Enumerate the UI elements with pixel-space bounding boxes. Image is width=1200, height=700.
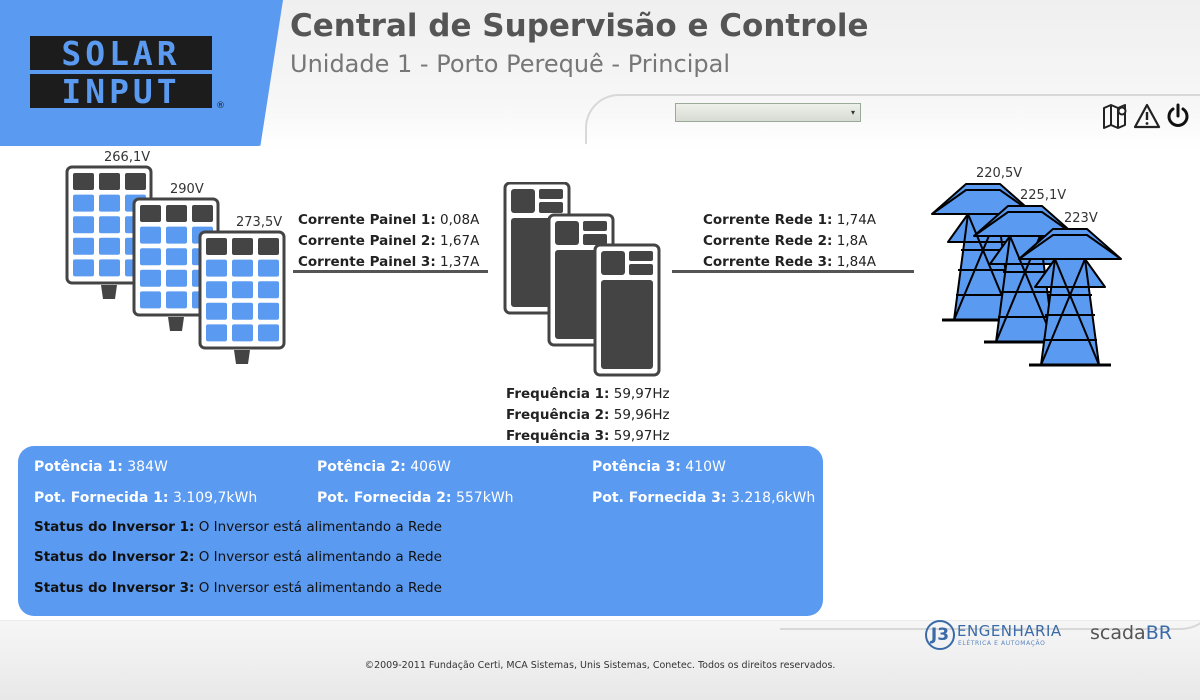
tower-voltage: 225,1V: [1020, 188, 1067, 203]
toolbar-divider: [585, 94, 1200, 144]
power-3: Potência 3: 410W: [592, 459, 726, 475]
measure-value: 1,74A: [836, 212, 877, 228]
j3-engenharia-logo: J3 ENGENHARIA ELÉTRICA E AUTOMAÇÃO: [925, 620, 1065, 652]
supplied-power-3: Pot. Fornecida 3: 3.218,6kWh: [592, 490, 815, 506]
panel-current-row: Corrente Painel 1: 0,08A: [298, 210, 479, 231]
inverter-status-3: Status do Inversor 3: O Inversor está al…: [34, 580, 442, 596]
info-label: Potência 3:: [592, 459, 681, 475]
scadabr-suffix: BR: [1145, 622, 1172, 644]
frequency-row: Frequência 1: 59,97Hz: [506, 384, 670, 405]
inverters-illustration: [503, 182, 661, 377]
measure-value: 1,67A: [440, 233, 480, 249]
info-value: 3.109,7kWh: [172, 490, 258, 506]
tower-voltage: 220,5V: [976, 166, 1023, 181]
measure-label: Corrente Rede 3:: [703, 254, 833, 270]
alert-icon[interactable]: [1133, 102, 1161, 130]
measure-value: 59,97Hz: [613, 386, 670, 402]
map-icon[interactable]: [1102, 102, 1130, 130]
measure-value: 0,08A: [440, 212, 480, 228]
measure-label: Frequência 2:: [506, 407, 610, 423]
measure-label: Frequência 1:: [506, 386, 610, 402]
frequency-row: Frequência 3: 59,97Hz: [506, 426, 670, 447]
panel-current-row: Corrente Painel 2: 1,67A: [298, 231, 479, 252]
measure-label: Corrente Painel 2:: [298, 233, 436, 249]
measure-value: 59,97Hz: [613, 428, 670, 444]
j3-name: ENGENHARIA: [957, 622, 1062, 640]
power-1: Potência 1: 384W: [34, 459, 168, 475]
info-value: O Inversor está alimentando a Rede: [198, 519, 442, 535]
page-subtitle: Unidade 1 - Porto Perequê - Principal: [290, 50, 730, 78]
panel-current-row: Corrente Painel 3: 1,37A: [298, 252, 479, 273]
transmission-tower: [1018, 228, 1122, 367]
logo-line2: INPUT: [61, 72, 180, 111]
solar-panel: [65, 165, 153, 299]
copyright-text: ©2009-2011 Fundação Certi, MCA Sistemas,…: [364, 660, 836, 671]
j3-subtitle: ELÉTRICA E AUTOMAÇÃO: [958, 640, 1046, 647]
measure-value: 1,37A: [440, 254, 480, 270]
power-icon[interactable]: [1164, 102, 1192, 130]
measure-label: Corrente Rede 1:: [703, 212, 833, 228]
solar-panel: [198, 230, 286, 364]
solar-panel: [132, 197, 220, 331]
panel-currents: Corrente Painel 1: 0,08A Corrente Painel…: [298, 210, 479, 273]
scadabr-name: scada: [1090, 622, 1146, 644]
measure-value: 1,8A: [836, 233, 868, 249]
info-value: 384W: [127, 459, 168, 475]
solar-panels-illustration: [65, 165, 286, 364]
measure-label: Corrente Painel 1:: [298, 212, 436, 228]
panel-voltage: 290V: [170, 182, 204, 197]
grid-current-row: Corrente Rede 3: 1,84A: [703, 252, 876, 273]
info-label: Potência 2:: [317, 459, 406, 475]
chevron-down-icon: ▾: [850, 108, 855, 117]
info-label: Pot. Fornecida 2:: [317, 490, 452, 506]
footer-divider: [780, 590, 1200, 630]
logo-panel: SOLAR INPUT ®: [0, 0, 283, 146]
info-label: Potência 1:: [34, 459, 123, 475]
measure-label: Corrente Painel 3:: [298, 254, 436, 270]
frequency-row: Frequência 2: 59,96Hz: [506, 405, 670, 426]
info-value: 406W: [410, 459, 451, 475]
grid-current-row: Corrente Rede 1: 1,74A: [703, 210, 876, 231]
panel-voltage: 273,5V: [236, 215, 283, 230]
supplied-power-1: Pot. Fornecida 1: 3.109,7kWh: [34, 490, 257, 506]
inverter-info-panel: Potência 1: 384W Potência 2: 406W Potênc…: [18, 446, 823, 616]
measure-label: Corrente Rede 2:: [703, 233, 833, 249]
panel-voltage: 266,1V: [104, 150, 151, 165]
supplied-power-2: Pot. Fornecida 2: 557kWh: [317, 490, 514, 506]
inverter-status-2: Status do Inversor 2: O Inversor está al…: [34, 549, 442, 565]
info-value: 557kWh: [455, 490, 514, 506]
solar-input-logo: SOLAR INPUT ®: [30, 36, 225, 111]
logo-registered-mark: ®: [216, 101, 225, 111]
info-value: O Inversor está alimentando a Rede: [198, 580, 442, 596]
measure-value: 1,84A: [836, 254, 877, 270]
scadabr-logo: scadaBR: [1090, 622, 1172, 644]
inverter-status-1: Status do Inversor 1: O Inversor está al…: [34, 519, 442, 535]
info-label: Status do Inversor 2:: [34, 549, 195, 565]
info-value: O Inversor está alimentando a Rede: [198, 549, 442, 565]
logo-line1: SOLAR: [61, 36, 180, 73]
page-title: Central de Supervisão e Controle: [290, 8, 869, 44]
unit-select[interactable]: ▾: [675, 103, 861, 122]
measure-value: 59,96Hz: [613, 407, 670, 423]
inverter-frequencies: Frequência 1: 59,97Hz Frequência 2: 59,9…: [506, 384, 670, 447]
power-2: Potência 2: 406W: [317, 459, 451, 475]
transmission-towers-illustration: [931, 183, 1122, 367]
measure-label: Frequência 3:: [506, 428, 610, 444]
tower-voltage: 223V: [1064, 211, 1098, 226]
plant-diagram: 266,1V 290V 273,5V Corrente Painel 1: 0,…: [0, 150, 1200, 450]
info-label: Pot. Fornecida 3:: [592, 490, 727, 506]
j3-mark: J3: [925, 620, 955, 650]
inverter: [593, 243, 661, 377]
grid-current-row: Corrente Rede 2: 1,8A: [703, 231, 876, 252]
info-value: 410W: [685, 459, 726, 475]
connection-line: [293, 270, 488, 273]
info-label: Status do Inversor 3:: [34, 580, 195, 596]
transmission-tower: [973, 205, 1077, 344]
info-value: 3.218,6kWh: [730, 490, 816, 506]
footer: [0, 620, 1200, 700]
info-label: Pot. Fornecida 1:: [34, 490, 169, 506]
connection-line: [672, 270, 914, 273]
info-label: Status do Inversor 1:: [34, 519, 195, 535]
grid-currents: Corrente Rede 1: 1,74A Corrente Rede 2: …: [703, 210, 876, 273]
